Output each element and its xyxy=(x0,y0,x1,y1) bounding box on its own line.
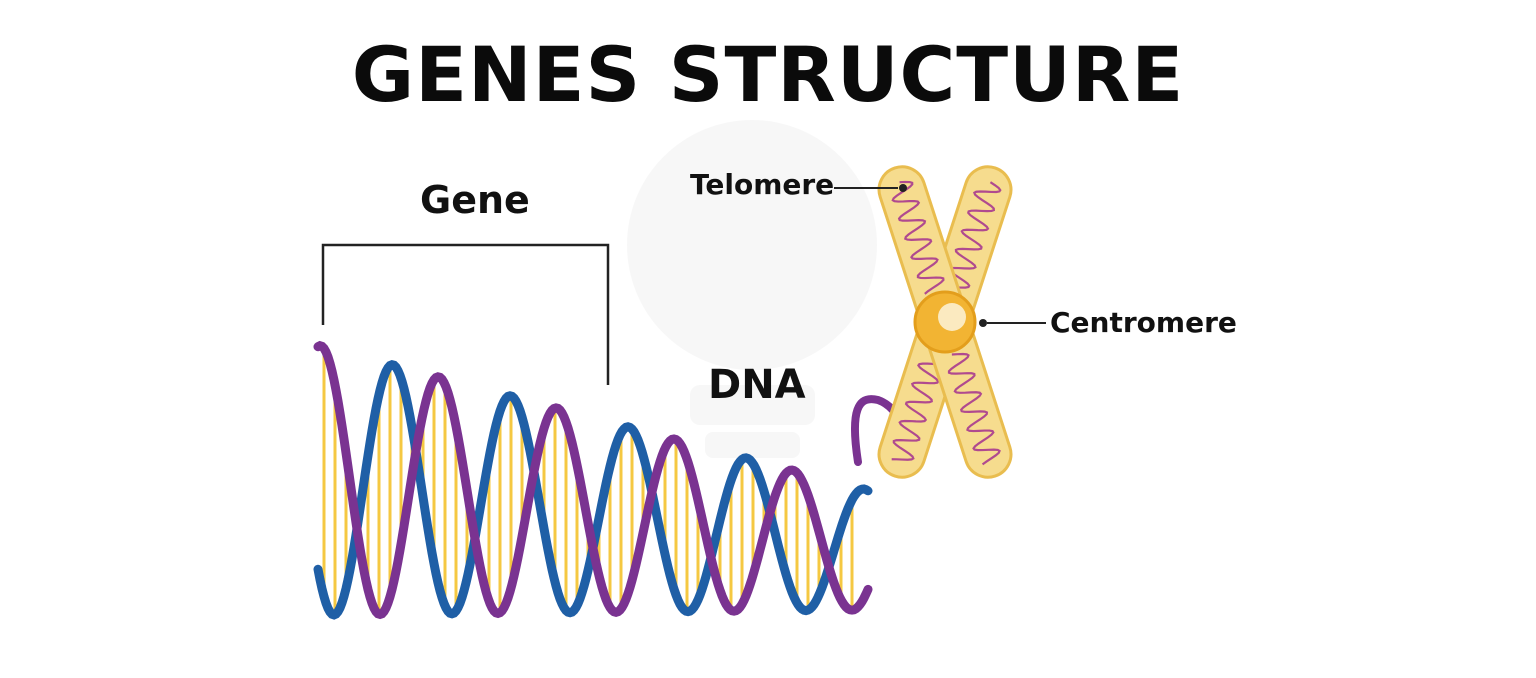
dna-strand-purple xyxy=(313,340,873,620)
chromosome xyxy=(877,165,1013,479)
dna-helix xyxy=(313,340,912,620)
gene-label: Gene xyxy=(420,178,530,222)
watermark xyxy=(627,120,877,458)
dna-label: DNA xyxy=(708,362,806,408)
page-title: GENES STRUCTURE xyxy=(351,30,1185,119)
telomere-label: Telomere xyxy=(690,168,835,201)
centromere-label: Centromere xyxy=(1050,306,1237,339)
gene-bracket xyxy=(321,243,610,385)
